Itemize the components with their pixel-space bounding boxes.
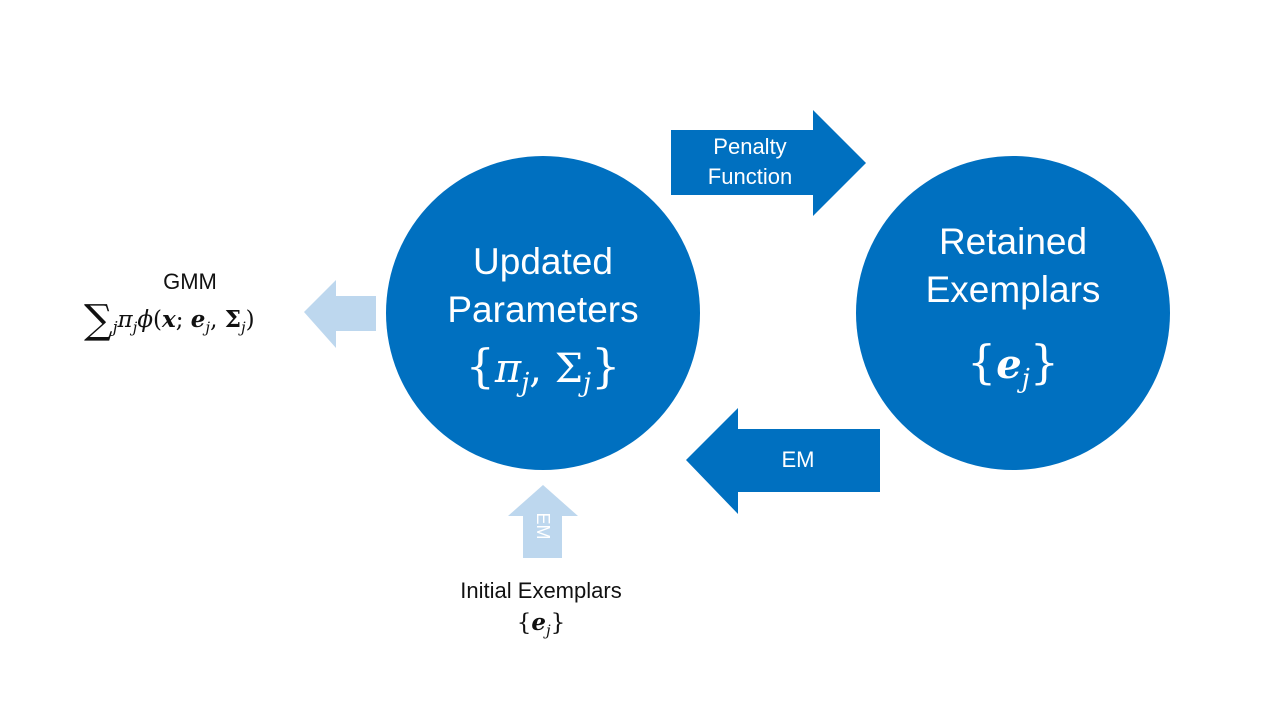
em-initial-arrow: [508, 485, 578, 558]
updated-parameters-set: {πj, Σj}: [465, 339, 621, 398]
sum-symbol: ∑: [84, 297, 113, 343]
updated-parameters-circle: [386, 156, 700, 470]
gmm-title: GMM: [163, 269, 217, 294]
updated-parameters-line1: Updated: [473, 241, 613, 282]
penalty-function-arrow: [671, 110, 866, 216]
initial-exemplars-set: {ej}: [516, 609, 566, 640]
retained-exemplars-set: {ej}: [966, 335, 1060, 394]
gmm-output-arrow: [304, 280, 376, 348]
em-back-label: EM: [781, 447, 815, 472]
retained-exemplars-label: Retained Exemplars: [883, 218, 1143, 314]
retained-exemplars-circle: [856, 156, 1170, 470]
updated-parameters-label: Updated Parameters: [413, 238, 673, 334]
gmm-formula: ∑jπjϕ(x; ej, Σj): [84, 297, 255, 343]
em-initial-label: EM: [533, 512, 553, 540]
penalty-function-label: Penalty Function: [707, 134, 793, 189]
retained-exemplars-line1: Retained: [938, 221, 1088, 262]
updated-parameters-line2: Parameters: [447, 289, 639, 330]
initial-exemplars-title: Initial Exemplars: [460, 578, 622, 603]
em-back-arrow: [686, 408, 880, 514]
retained-exemplars-line2: Exemplars: [925, 269, 1101, 310]
